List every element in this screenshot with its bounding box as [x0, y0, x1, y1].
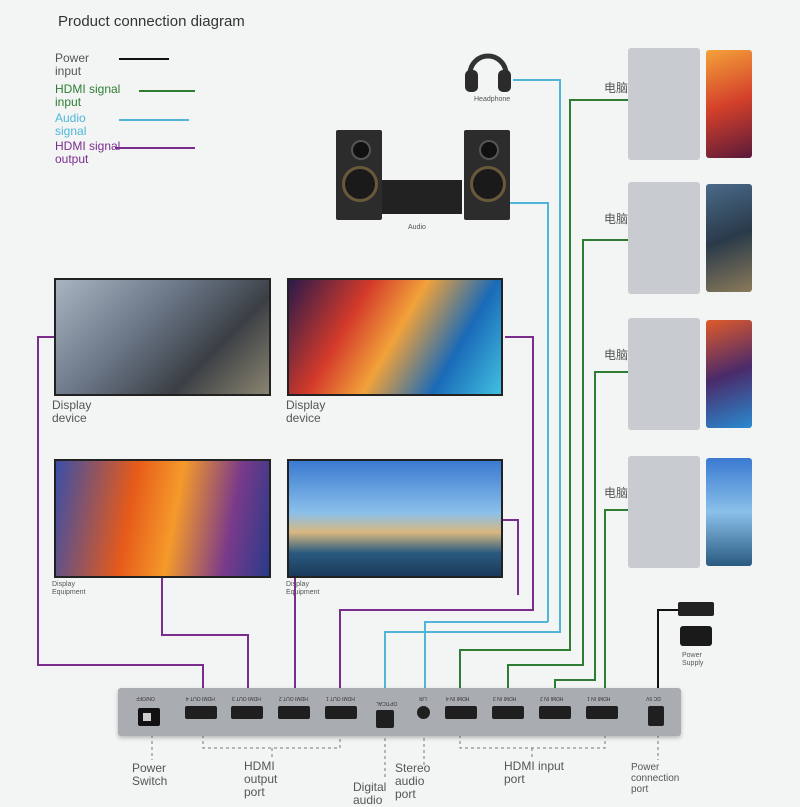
display-2 [287, 278, 503, 396]
power-switch[interactable] [138, 708, 160, 726]
optical-port[interactable] [376, 710, 394, 728]
digital-audio-callout: Digital audio [353, 780, 387, 807]
laptop-1 [628, 48, 754, 163]
out-port-1-label: HDMI OUT 1 [326, 695, 355, 701]
headphone-label: Headphone [474, 96, 511, 103]
laptop-keyboard [628, 48, 700, 160]
out-port-4-label: HDMI OUT 4 [186, 695, 215, 701]
audio-label: Audio [408, 224, 426, 231]
display-1 [54, 278, 271, 396]
out-port-2-label: HDMI OUT 2 [279, 695, 308, 701]
display-3 [54, 459, 271, 578]
wire-hdmi-in-2 [554, 371, 630, 700]
laptop-screen [706, 320, 752, 428]
wire-hdmi-in-3 [507, 239, 630, 700]
power-connection-callout: Power connection port [631, 762, 680, 795]
hdmi-matrix-box: ON/OFF HDMI OUT 4 HDMI OUT 3 HDMI OUT 2 … [118, 688, 681, 736]
wire-audio-headphone [384, 79, 561, 700]
display-3-label: Display Equipment [52, 581, 86, 596]
right-speaker [464, 130, 510, 220]
wire-hdmi-in-1 [604, 509, 630, 700]
stereo-audio-callout: Stereo audio port [395, 761, 431, 801]
power-supply-label: Power Supply [682, 652, 704, 667]
laptop-keyboard [628, 182, 700, 294]
laptop-2-label: 电脑 [604, 212, 629, 226]
legend-label-audio: Audio signal [55, 111, 87, 138]
laptop-keyboard [628, 456, 700, 568]
callout-line-hdmi-out [202, 735, 341, 749]
laptop-keyboard [628, 318, 700, 430]
wire-hdmi-out-1a [339, 336, 534, 700]
in-port-4-label: HDMI IN 4 [446, 695, 470, 701]
hdmi-input-callout: HDMI input port [504, 759, 565, 786]
stereo-label: L/R [419, 695, 427, 701]
power-brick-icon [680, 626, 712, 646]
stereo-jack[interactable] [417, 706, 430, 719]
laptop-1-label: 电脑 [604, 81, 629, 95]
legend-line-power [119, 58, 169, 60]
laptop-screen [706, 50, 752, 158]
laptop-4-label: 电脑 [604, 486, 629, 500]
hdmi-out-port-4[interactable] [185, 706, 217, 719]
legend-line-hdmi-out [115, 147, 195, 149]
in-port-3-label: HDMI IN 3 [493, 695, 517, 701]
display-1-label: Display device [52, 398, 92, 425]
legend-label-power: Power input [55, 51, 90, 78]
wire-power [657, 609, 680, 703]
display-4 [287, 459, 503, 578]
wire-audio-speakers [510, 202, 549, 622]
tweeter-icon [479, 140, 499, 160]
woofer-icon [470, 166, 506, 202]
laptop-4 [628, 456, 754, 571]
headphone-icon [465, 53, 511, 92]
hdmi-out-port-2[interactable] [278, 706, 310, 719]
wire-hdmi-out-1b [500, 519, 519, 595]
in-port-1-label: HDMI IN 1 [587, 695, 611, 701]
hdmi-out-port-3[interactable] [231, 706, 263, 719]
laptop-3-label: 电脑 [604, 348, 629, 362]
display-2-label: Display device [286, 398, 326, 425]
laptop-3 [628, 318, 754, 433]
dc-label: DC 5V [646, 695, 661, 701]
wire-hdmi-out-3 [161, 578, 249, 700]
hdmi-in-port-2[interactable] [539, 706, 571, 719]
laptop-2 [628, 182, 754, 297]
power-switch-callout: Power Switch [132, 761, 168, 788]
hdmi-in-port-1[interactable] [586, 706, 618, 719]
diagram-title: Product connection diagram [58, 13, 245, 30]
out-port-3-label: HDMI OUT 3 [232, 695, 261, 701]
dc-power-port[interactable] [648, 706, 664, 726]
display-4-label: Display Equipment [286, 581, 320, 596]
laptop-screen [706, 458, 752, 566]
callout-line-hdmi-in [459, 735, 606, 749]
legend-label-hdmi-in: HDMI signal input [55, 82, 121, 109]
wire-hdmi-out-4 [37, 336, 204, 700]
tweeter-icon [351, 140, 371, 160]
switch-label: ON/OFF [136, 695, 155, 701]
woofer-icon [342, 166, 378, 202]
power-plug-icon [678, 602, 714, 616]
hdmi-out-port-1[interactable] [325, 706, 357, 719]
in-port-2-label: HDMI IN 2 [540, 695, 564, 701]
audio-system: Audio [336, 130, 511, 235]
left-speaker [336, 130, 382, 220]
legend-line-audio [119, 119, 189, 121]
hdmi-in-port-3[interactable] [492, 706, 524, 719]
optical-label: OPTICAL [376, 700, 398, 706]
legend-label-hdmi-out: HDMI signal output [55, 139, 121, 166]
wire-hdmi-in-4 [459, 99, 630, 700]
power-adapter: Power Supply [652, 600, 742, 670]
laptop-screen [706, 184, 752, 292]
legend: Power input HDMI signal input Audio sign… [55, 52, 215, 167]
wire-audio-stereo [424, 621, 548, 700]
amplifier [382, 180, 462, 214]
hdmi-in-port-4[interactable] [445, 706, 477, 719]
hdmi-output-callout: HDMI output port [244, 759, 278, 799]
headphone-device: Headphone [462, 42, 514, 104]
legend-line-hdmi-in [139, 90, 195, 92]
